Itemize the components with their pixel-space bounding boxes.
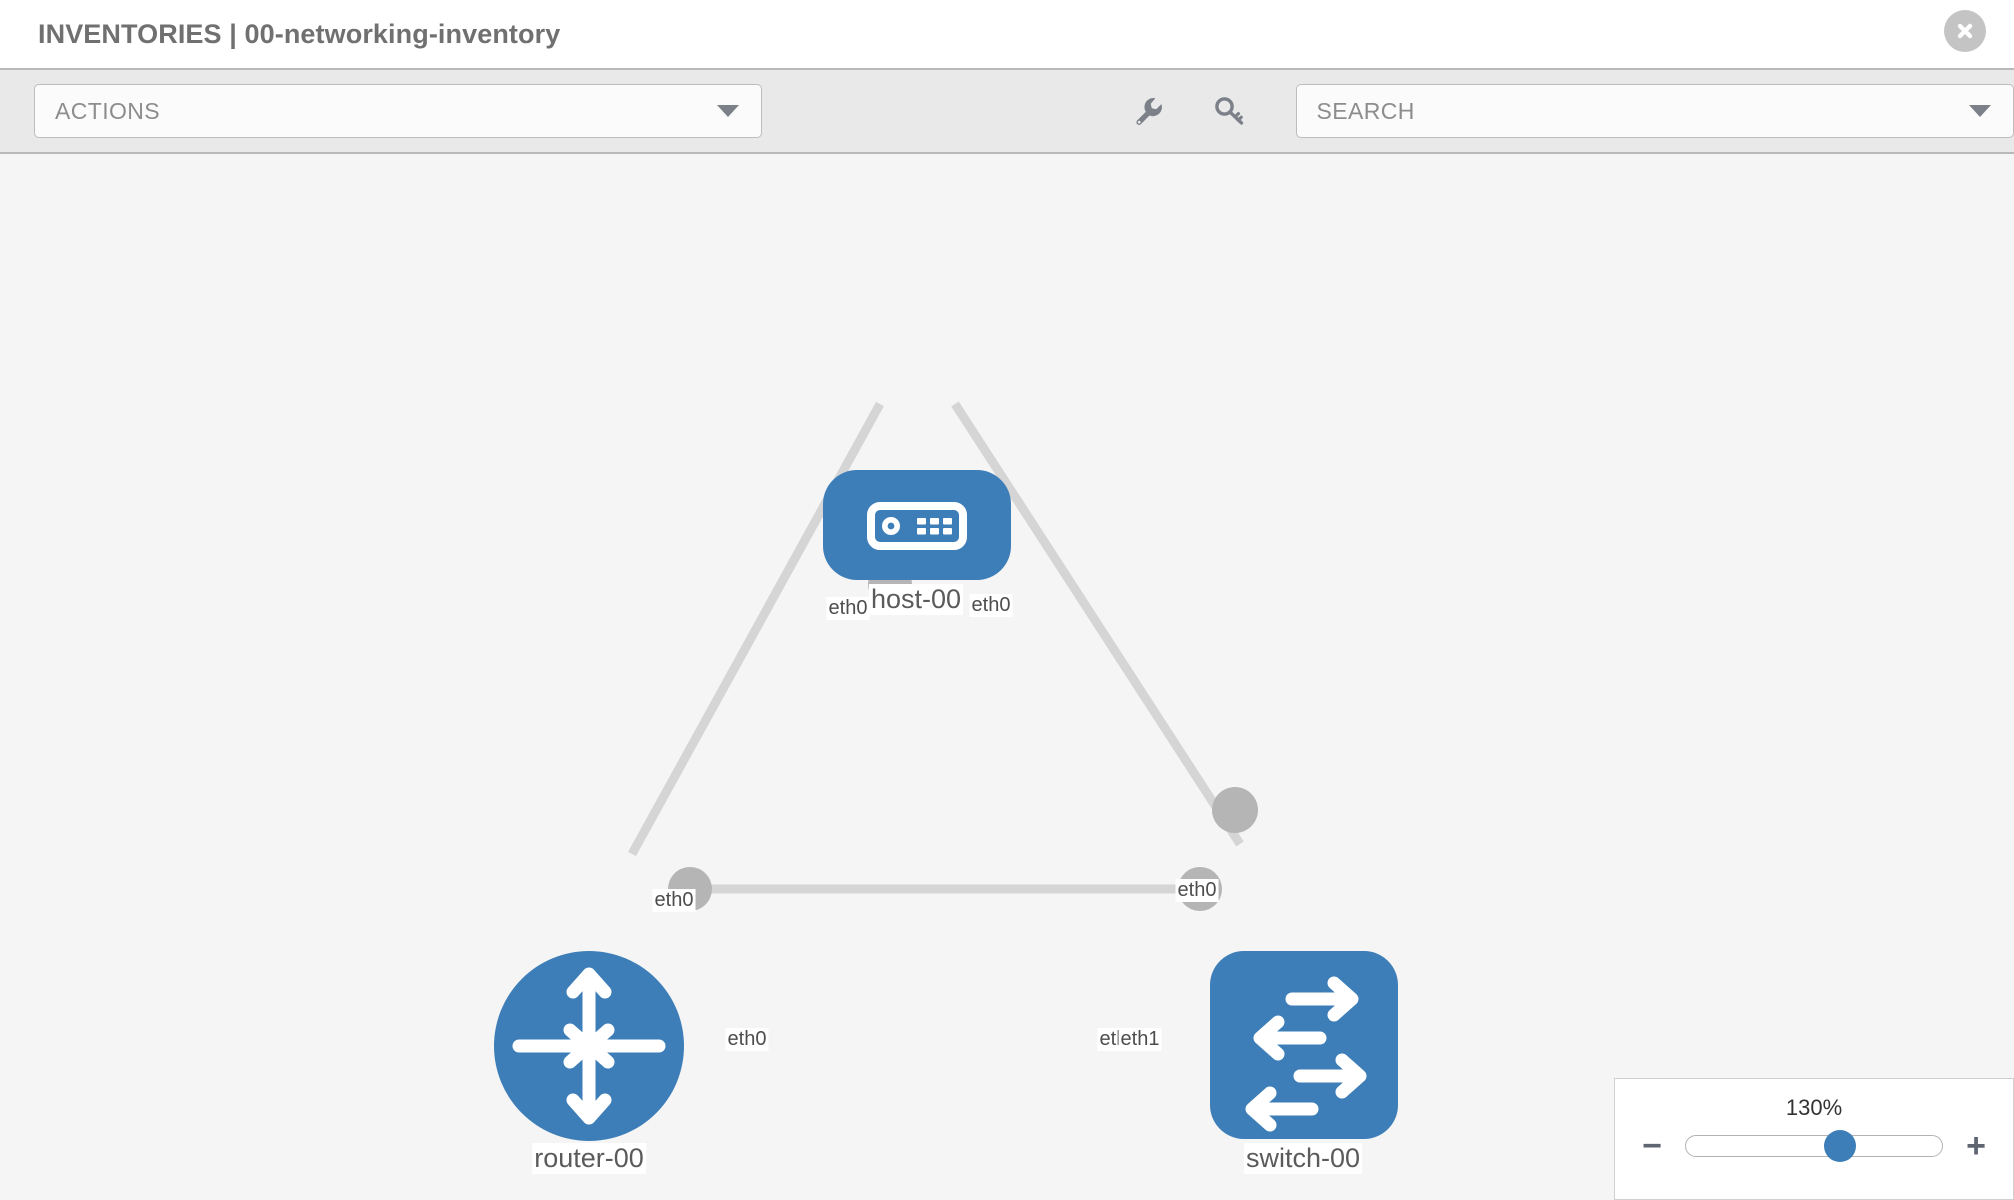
- topology-canvas[interactable]: eth0 eth0 host-00 eth0 eth0 eth0 eth0 et…: [0, 154, 2014, 1200]
- node-label-switch-00: switch-00: [1243, 1143, 1363, 1174]
- iface-label-switch00-eth1: eth1: [1118, 1028, 1162, 1051]
- router-arrows-icon: [512, 967, 666, 1125]
- iface-label-switch00-eth0: eth0: [1175, 879, 1219, 902]
- chevron-down-icon: [716, 105, 739, 117]
- server-icon: [867, 502, 967, 550]
- node-host-00: [823, 470, 1011, 580]
- zoom-level-value: 130%: [1785, 1095, 1843, 1120]
- node-label-router-00: router-00: [532, 1143, 646, 1174]
- zoom-slider[interactable]: [1685, 1130, 1943, 1162]
- toolbar-icon-group: [1128, 91, 1250, 131]
- iface-label-router00-eth0-right: eth0: [725, 1028, 769, 1051]
- close-icon[interactable]: [1944, 10, 1986, 52]
- search-dropdown[interactable]: SEARCH: [1295, 84, 2014, 138]
- page-header: INVENTORIES | 00-networking-inventory: [0, 0, 2014, 68]
- connector-switch00-eth0: [1212, 787, 1258, 833]
- zoom-slider-handle[interactable]: [1823, 1130, 1856, 1162]
- search-input[interactable]: SEARCH: [1316, 97, 1415, 124]
- iface-label-router00-eth0-up: eth0: [652, 889, 696, 912]
- edge-host00-router00: [628, 401, 884, 857]
- zoom-in-button[interactable]: +: [1966, 1127, 1986, 1165]
- zoom-widget: 130% − +: [1614, 1078, 2014, 1200]
- topology-graph: [494, 401, 1398, 1141]
- zoom-controls: − +: [1637, 1127, 1991, 1165]
- iface-label-host00-eth0-left: eth0: [826, 597, 870, 620]
- chevron-down-icon: [1969, 105, 1991, 117]
- wrench-icon[interactable]: [1128, 91, 1168, 131]
- iface-label-host00-eth0-right: eth0: [969, 594, 1013, 617]
- edge-host00-switch00: [951, 401, 1244, 847]
- node-label-host-00: host-00: [868, 584, 964, 615]
- actions-dropdown-label: ACTIONS: [55, 97, 161, 124]
- page-title: INVENTORIES | 00-networking-inventory: [38, 18, 561, 49]
- key-icon[interactable]: [1210, 91, 1250, 131]
- toolbar: ACTIONS SEARCH: [0, 68, 2014, 154]
- actions-dropdown[interactable]: ACTIONS: [34, 84, 762, 138]
- node-router-00: [494, 951, 684, 1141]
- zoom-out-button[interactable]: −: [1642, 1127, 1662, 1165]
- node-switch-00: [1210, 951, 1398, 1139]
- switch-arrows-icon: [1245, 976, 1367, 1132]
